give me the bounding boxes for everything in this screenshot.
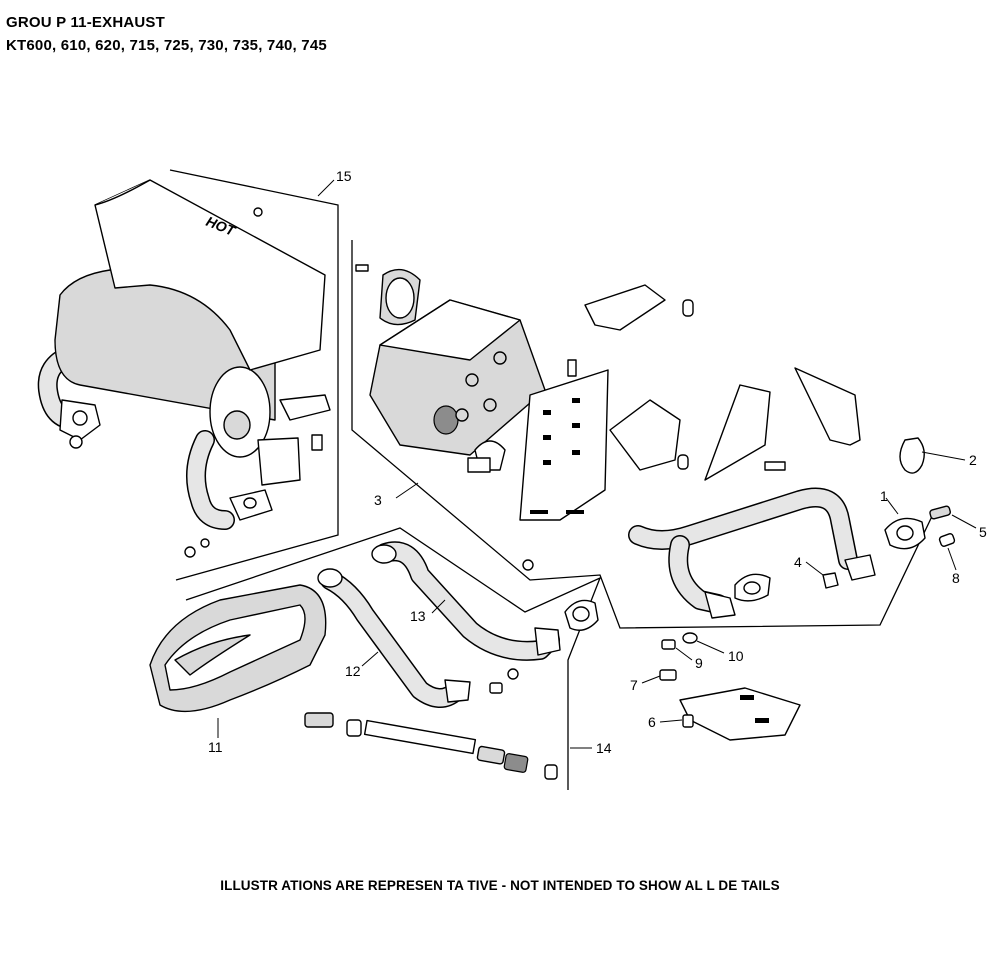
callout-3: 3: [374, 492, 382, 508]
group-14-outline: [185, 527, 602, 790]
part-10-washer: [682, 632, 725, 654]
callout-4: 4: [794, 554, 802, 570]
group-15-outline: [169, 169, 339, 581]
disclaimer-note: ILLUSTR ATIONS ARE REPRESEN TA TIVE - NO…: [220, 878, 780, 893]
part-4-nut: [805, 561, 839, 589]
callout-7: 7: [630, 677, 638, 693]
part-5-stud: [929, 505, 977, 529]
group-3-outline: [351, 240, 936, 629]
callout-5: 5: [979, 524, 987, 540]
part-9-bolt: [661, 639, 693, 661]
group-title: GROU P 11-EXHAUST: [6, 14, 165, 31]
part-3-muffler-with-mount: [355, 264, 876, 619]
model-list: KT600, 610, 620, 715, 725, 730, 735, 740…: [6, 37, 327, 54]
part-7-bolt: [641, 669, 677, 684]
callout-11: 11: [208, 739, 223, 755]
callout-9: 9: [695, 655, 703, 671]
callout-13: 13: [410, 608, 426, 624]
part-13-pipe: [371, 541, 561, 661]
callout-10: 10: [728, 648, 744, 664]
part-14-gasket-and-tube: [304, 599, 599, 780]
part-12-pipe: [317, 568, 471, 708]
callout-2: 2: [969, 452, 977, 468]
part-1-gasket: [884, 497, 926, 550]
callout-6: 6: [648, 714, 656, 730]
part-8-stud: [938, 533, 957, 571]
part-15-muffler-assembly: HOT: [37, 179, 331, 558]
part-6-bolt-and-bracket: [659, 687, 801, 741]
callout-14: 14: [596, 740, 612, 756]
callout-12: 12: [345, 663, 361, 679]
callout-15: 15: [336, 168, 352, 184]
part-2-cable-tie: [899, 437, 966, 474]
callout-1: 1: [880, 488, 888, 504]
part-11-muffler: [149, 584, 327, 738]
callout-8: 8: [952, 570, 960, 586]
